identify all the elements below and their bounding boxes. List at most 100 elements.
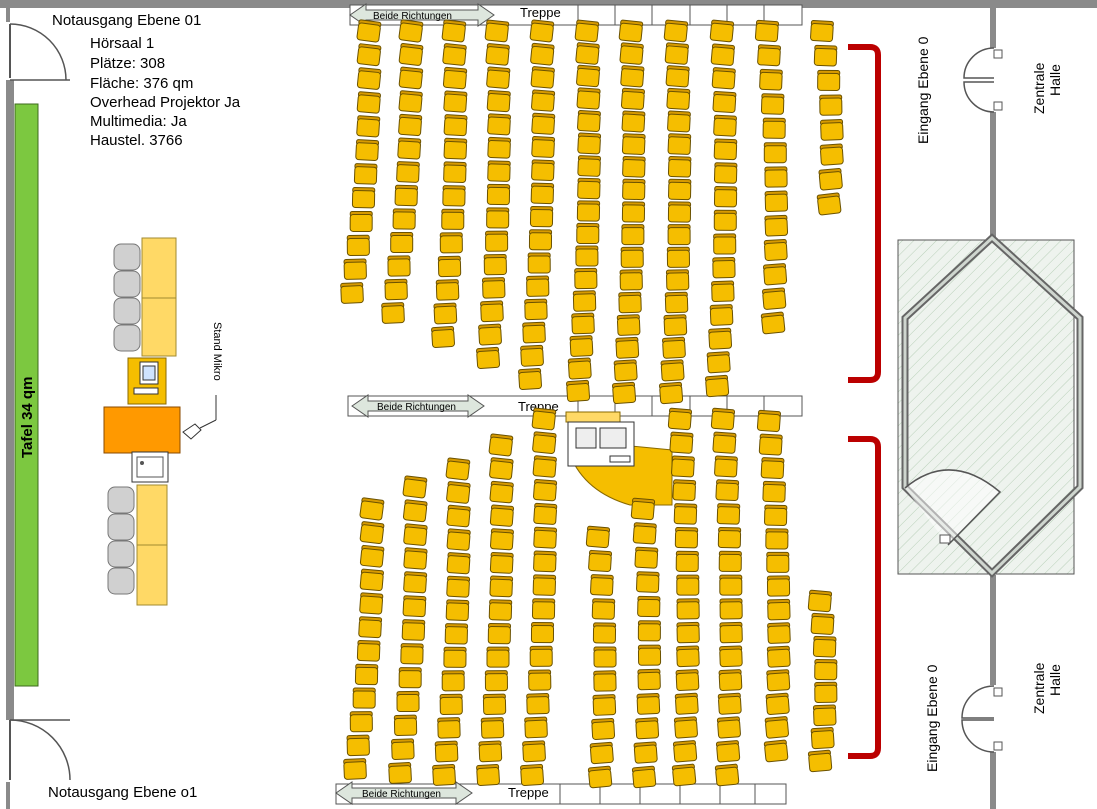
- seat-lower-8-16: [671, 763, 697, 787]
- seat-lower-3-12: [437, 717, 461, 739]
- seat-upper-1-3: [356, 67, 382, 90]
- seat-upper-6-4: [576, 87, 601, 110]
- seat-upper-5-8: [530, 182, 555, 205]
- seat-lower-5-12: [528, 669, 552, 691]
- top-wall: [0, 0, 1097, 8]
- seat-lower-8-10: [676, 621, 700, 644]
- seat-upper-3-13: [433, 302, 458, 325]
- seat-lower-4-12: [482, 693, 507, 715]
- entrance-door-upper[interactable]: [963, 47, 1003, 113]
- seat-lower-8-5: [673, 503, 698, 525]
- seat-lower-11-6: [812, 704, 837, 727]
- seat-upper-7-10: [621, 224, 645, 246]
- seat-lower-1-9: [352, 687, 376, 709]
- seat-lower-5-3: [532, 455, 557, 478]
- seat-upper-8-1: [663, 19, 689, 43]
- seat-lower-10-4: [762, 480, 786, 503]
- seat-lower-10-14: [764, 716, 789, 739]
- seat-lower-6-7: [593, 670, 617, 692]
- seat-upper-8-4: [666, 87, 691, 110]
- seat-lower-3-4: [446, 528, 471, 551]
- seat-upper-5-1: [529, 19, 555, 43]
- seat-upper-8-10: [667, 224, 691, 246]
- seat-lower-9-13: [717, 692, 742, 715]
- seat-lower-1-8: [354, 663, 379, 686]
- seat-lower-6-3: [590, 574, 614, 596]
- seat-upper-5-7: [531, 159, 555, 182]
- seat-upper-9-4: [712, 90, 737, 113]
- seat-lower-9-14: [716, 716, 741, 739]
- exit-door-top[interactable]: [9, 23, 70, 81]
- seat-lower-8-11: [676, 645, 700, 668]
- seat-lower-9-1: [710, 407, 736, 431]
- seat-lower-5-15: [522, 740, 546, 763]
- seat-upper-7-7: [622, 155, 646, 178]
- seat-upper-3-12: [435, 279, 460, 301]
- seat-upper-5-5: [531, 112, 556, 135]
- room-info: Hörsaal 1 Plätze: 308 Fläche: 376 qm Ove…: [90, 35, 241, 149]
- seat-lower-7-5: [637, 595, 661, 618]
- seat-upper-8-12: [665, 269, 690, 291]
- seat-upper-11-8: [816, 192, 842, 216]
- seat-lower-6-1: [585, 525, 611, 549]
- seat-upper-6-15: [569, 335, 594, 357]
- seat-lower-5-5: [533, 502, 558, 525]
- right-wall-lower: [990, 575, 996, 685]
- seat-upper-10-13: [760, 311, 786, 335]
- seat-upper-4-9: [486, 207, 510, 229]
- seat-lower-10-9: [767, 598, 791, 621]
- seat-upper-7-3: [620, 65, 645, 88]
- seat-upper-6-7: [577, 155, 601, 177]
- seat-upper-9-2: [710, 43, 735, 66]
- seat-upper-2-4: [398, 90, 423, 113]
- seat-upper-9-11: [712, 257, 736, 279]
- seat-lower-9-3: [714, 455, 738, 478]
- seat-lower-4-15: [476, 763, 500, 786]
- seat-lower-8-7: [675, 550, 699, 572]
- seat-lower-1-5: [359, 592, 384, 615]
- seat-upper-3-9: [441, 208, 465, 230]
- seat-upper-5-6: [531, 136, 556, 158]
- seat-lower-4-4: [489, 504, 515, 527]
- seat-lower-7-1: [630, 497, 656, 521]
- seat-lower-4-2: [489, 457, 514, 480]
- right-wall-bottom: [990, 752, 996, 809]
- seat-lower-1-4: [359, 568, 384, 592]
- seat-lower-11-3: [812, 635, 837, 658]
- stand-microphone: Stand Mikro: [182, 322, 223, 440]
- seat-lower-7-12: [631, 765, 657, 789]
- seat-lower-4-10: [486, 646, 510, 668]
- seat-lower-10-7: [766, 551, 790, 573]
- seat-upper-6-1: [574, 19, 600, 43]
- room-seats: Plätze: 308: [90, 55, 165, 72]
- seat-upper-5-15: [520, 344, 544, 367]
- seat-lower-2-12: [391, 738, 415, 760]
- seat-upper-1-9: [349, 210, 373, 233]
- seat-upper-4-14: [478, 323, 502, 346]
- seat-upper-3-4: [443, 90, 468, 113]
- stairs-bottom[interactable]: Beide Richtungen Treppe: [335, 781, 787, 805]
- seat-upper-2-7: [396, 161, 420, 183]
- seat-upper-8-3: [665, 65, 690, 88]
- seat-lower-10-8: [766, 575, 791, 597]
- seat-upper-10-11: [763, 263, 788, 286]
- seat-lower-9-2: [712, 431, 737, 454]
- seat-upper-2-3: [398, 66, 424, 90]
- seat-lower-10-1: [756, 409, 781, 433]
- seat-lower-4-8: [488, 599, 513, 621]
- stairs-top[interactable]: Beide Richtungen Treppe: [349, 3, 803, 27]
- seat-upper-5-13: [524, 298, 548, 321]
- seat-lower-8-3: [671, 455, 695, 478]
- seat-lower-5-8: [532, 574, 557, 596]
- exit-door-bottom[interactable]: [9, 719, 71, 781]
- entrance-door-lower[interactable]: [961, 685, 1003, 753]
- seat-lower-5-14: [524, 716, 548, 739]
- seat-upper-1-7: [353, 163, 378, 185]
- seat-upper-6-9: [576, 200, 601, 222]
- seat-lower-1-6: [358, 616, 383, 639]
- seat-upper-8-11: [666, 246, 690, 268]
- rail-lower: [848, 436, 881, 759]
- seat-upper-8-15: [662, 336, 686, 359]
